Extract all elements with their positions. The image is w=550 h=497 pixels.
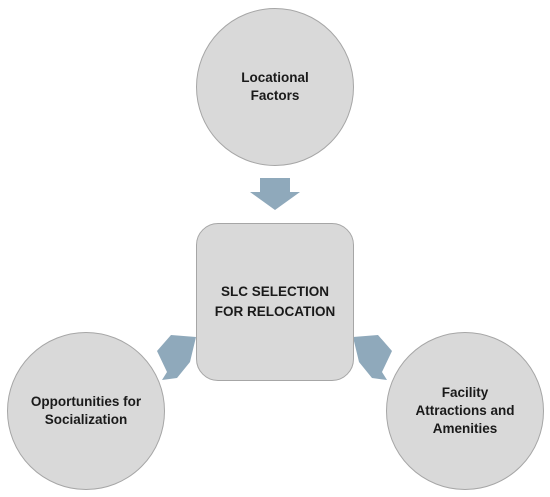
arrow-left-to-center bbox=[157, 335, 196, 380]
locational-factors-node: Locational Factors bbox=[196, 8, 354, 166]
facility-amenities-label: Facility Attractions and Amenities bbox=[415, 385, 515, 436]
socialization-label: Opportunities for Socialization bbox=[30, 394, 142, 427]
arrow-right-to-center bbox=[353, 335, 392, 380]
locational-factors-label: Locational Factors bbox=[241, 70, 309, 103]
arrow-top-to-center bbox=[250, 178, 300, 210]
slc-selection-label: SLC SELECTION FOR RELOCATION bbox=[214, 284, 336, 319]
socialization-node: Opportunities for Socialization bbox=[7, 332, 165, 490]
slc-selection-node: SLC SELECTION FOR RELOCATION bbox=[196, 223, 354, 381]
facility-amenities-node: Facility Attractions and Amenities bbox=[386, 332, 544, 490]
